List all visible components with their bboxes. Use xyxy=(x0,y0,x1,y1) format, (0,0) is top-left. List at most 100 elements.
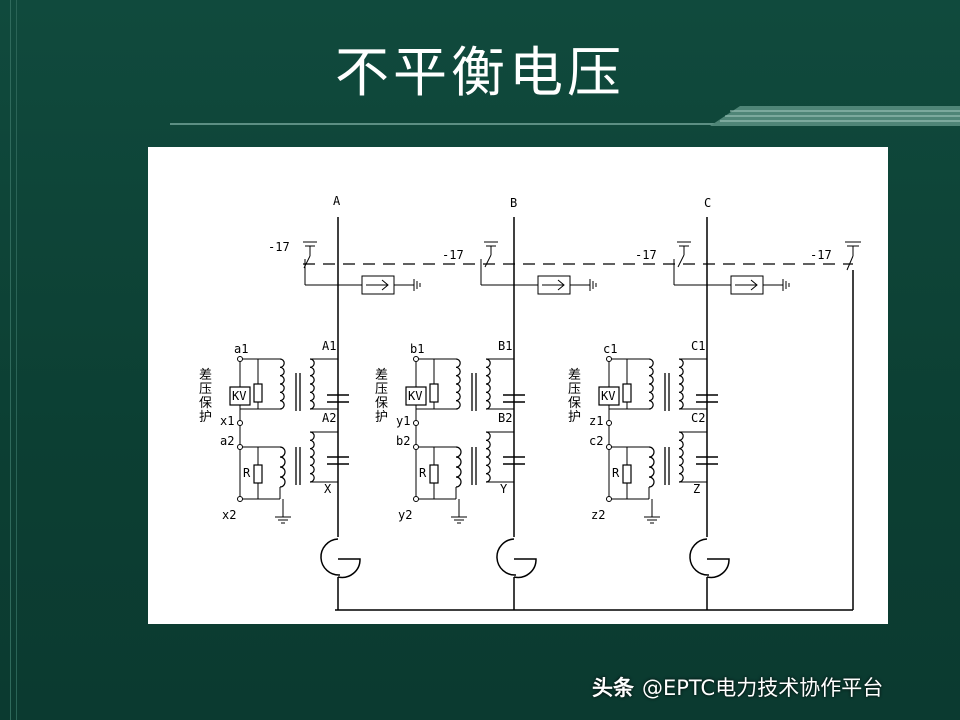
terminal xyxy=(606,420,612,426)
terminal xyxy=(413,356,419,362)
resistor-upper xyxy=(622,383,632,403)
relay-label: KV xyxy=(408,389,422,403)
title-divider xyxy=(170,106,960,126)
ct-secondary xyxy=(513,558,537,579)
breaker-mark xyxy=(677,254,685,268)
secondary-winding-upper xyxy=(279,358,285,410)
terminal-label-y2: y2 xyxy=(398,508,412,522)
trip-arrow xyxy=(366,279,389,291)
resistor-lower xyxy=(253,464,263,484)
resistor-upper xyxy=(429,383,439,403)
terminal xyxy=(606,496,612,502)
protection-label: 差 xyxy=(199,368,212,383)
resistor-upper xyxy=(253,383,263,403)
label-top-c1: C1 xyxy=(691,339,705,353)
breaker-mark xyxy=(484,254,492,268)
phase-b: B-17B1B2YRKVRb1y1b2y2差压保护 xyxy=(375,196,597,610)
terminal xyxy=(413,444,419,450)
label-bottom-y: Y xyxy=(500,482,508,496)
breaker-code-left: -17 xyxy=(268,240,290,254)
watermark: 头条 @EPTC电力技术协作平台 xyxy=(592,672,883,702)
label-mid-c2: C2 xyxy=(691,411,705,425)
circuit-diagram: -17 -17 AA1A2XRKVRa1x1a2x2差压保护B-17B1B2YR… xyxy=(148,147,888,624)
phase-a: AA1A2XRKVRa1x1a2x2差压保护 xyxy=(199,194,421,610)
protection-label: 护 xyxy=(375,410,388,425)
terminal xyxy=(413,496,419,502)
terminal xyxy=(237,444,243,450)
protection-label: 压 xyxy=(199,382,212,397)
protection-label: 保 xyxy=(568,396,581,411)
primary-winding-lower xyxy=(309,431,315,483)
terminal xyxy=(237,420,243,426)
terminal-label-c1: c1 xyxy=(603,342,617,356)
primary-winding-upper xyxy=(485,358,491,410)
left-stripe xyxy=(10,0,11,720)
protection-label: 压 xyxy=(568,382,581,397)
resistor-label: R xyxy=(419,466,427,480)
primary-winding-lower xyxy=(678,431,684,483)
breaker-code: -17 xyxy=(442,248,464,262)
current-transformer xyxy=(496,538,517,576)
left-stripe-2 xyxy=(16,0,17,720)
terminal-label-a2: a2 xyxy=(220,434,234,448)
primary-winding-upper xyxy=(678,358,684,410)
label-top-b1: B1 xyxy=(498,339,512,353)
terminal xyxy=(606,356,612,362)
terminal-label-z1: z1 xyxy=(589,414,603,428)
terminal xyxy=(237,496,243,502)
protection-label: 护 xyxy=(568,410,581,425)
circuit-svg: -17 -17 AA1A2XRKVRa1x1a2x2差压保护B-17B1B2YR… xyxy=(199,194,861,611)
terminal-label-b1: b1 xyxy=(410,342,424,356)
breaker-code: -17 xyxy=(635,248,657,262)
terminal-label-b2: b2 xyxy=(396,434,410,448)
primary-winding-upper xyxy=(309,358,315,410)
terminal-label-y1: y1 xyxy=(396,414,410,428)
label-top-a1: A1 xyxy=(322,339,336,353)
resistor-label: R xyxy=(243,466,251,480)
current-transformer xyxy=(320,538,341,576)
relay-label: KV xyxy=(601,389,615,403)
protection-label: 保 xyxy=(375,396,388,411)
terminal xyxy=(237,356,243,362)
protection-label: 差 xyxy=(568,368,581,383)
terminal-label-z2: z2 xyxy=(591,508,605,522)
terminal-label-a1: a1 xyxy=(234,342,248,356)
terminal-label-x2: x2 xyxy=(222,508,236,522)
watermark-brand: 头条 xyxy=(592,676,634,700)
terminal-label-x1: x1 xyxy=(220,414,234,428)
bus-label-a: A xyxy=(333,194,341,208)
ct-secondary xyxy=(337,558,361,579)
bus-label-b: B xyxy=(510,196,517,210)
secondary-winding-upper xyxy=(455,358,461,410)
secondary-winding-lower xyxy=(279,446,286,488)
terminal xyxy=(606,444,612,450)
terminal xyxy=(413,420,419,426)
bus-label-c: C xyxy=(704,196,711,210)
protection-label: 压 xyxy=(375,382,388,397)
phase-c: C-17C1C2ZRKVRc1z1c2z2差压保护 xyxy=(568,196,790,610)
resistor-lower xyxy=(429,464,439,484)
secondary-winding-upper xyxy=(648,358,654,410)
label-mid-b2: B2 xyxy=(498,411,512,425)
label-bottom-x: X xyxy=(324,482,332,496)
secondary-winding-lower xyxy=(648,446,655,488)
label-mid-a2: A2 xyxy=(322,411,336,425)
slide-title: 不平衡电压 xyxy=(335,41,625,104)
breaker-code-right: -17 xyxy=(810,248,832,262)
terminal-label-c2: c2 xyxy=(589,434,603,448)
primary-winding-lower xyxy=(485,431,491,483)
breaker-right xyxy=(845,241,861,271)
resistor-label: R xyxy=(612,466,620,480)
relay-label: KV xyxy=(232,389,246,403)
label-bottom-z: Z xyxy=(693,482,700,496)
ct-secondary xyxy=(706,558,730,579)
secondary-winding-lower xyxy=(455,446,462,488)
protection-label: 差 xyxy=(375,368,388,383)
resistor-lower xyxy=(622,464,632,484)
current-transformer xyxy=(689,538,710,576)
trip-arrow xyxy=(735,279,758,291)
trip-arrow xyxy=(542,279,565,291)
watermark-text: @EPTC电力技术协作平台 xyxy=(642,676,884,700)
protection-label: 护 xyxy=(199,410,212,425)
protection-label: 保 xyxy=(199,396,212,411)
